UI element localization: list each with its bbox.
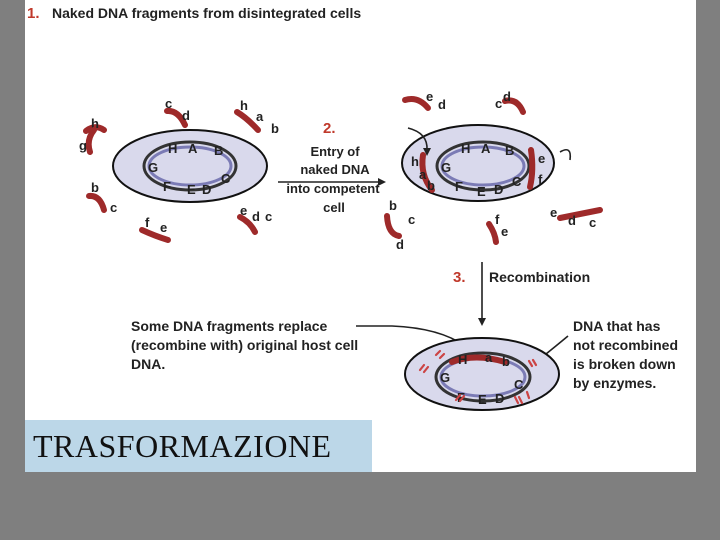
cell1-letter: F [163, 179, 171, 194]
svg-text:(recombine with) original host: (recombine with) original host cell [131, 337, 358, 353]
step-3-title: Recombination [489, 269, 590, 285]
cell1-letter: H [168, 141, 177, 156]
frag-letter: b [91, 180, 99, 195]
entry-arrow-right [559, 149, 572, 161]
cell1-letter: D [202, 182, 211, 197]
cell1-letter: A [188, 141, 198, 156]
step-2-number: 2. [323, 120, 336, 137]
frag-letter: d [396, 237, 404, 252]
cell2-letter: h [411, 154, 419, 169]
frag-letter: d [438, 97, 446, 112]
cell3-letter: b [502, 354, 510, 369]
svg-text:DNA.: DNA. [131, 356, 165, 372]
svg-text:into competent: into competent [286, 181, 380, 196]
cell3-letter: G [440, 370, 450, 385]
svg-text:DNA that has: DNA that has [573, 318, 661, 334]
frag-letter: d [568, 213, 576, 228]
frag-letter: e [426, 89, 433, 104]
cell2-letter: e [538, 151, 545, 166]
cell2-letter: a [419, 167, 427, 182]
frag-letter: c [589, 215, 596, 230]
slide-panel [25, 0, 696, 472]
cell1-letter: B [214, 143, 223, 158]
cell2-letter: A [481, 141, 491, 156]
frag-letter: a [256, 109, 264, 124]
cell3-letter: E [478, 392, 487, 407]
step-1-number: 1. [27, 5, 40, 22]
frag-letter: f [495, 212, 500, 227]
arrow-head [378, 178, 386, 186]
cell3-letter: H [458, 352, 467, 367]
loose-fragments-2: e d c d b c d f e e d c [384, 89, 603, 252]
frag-letter: d [252, 209, 260, 224]
frag-letter: b [271, 121, 279, 136]
cell2-letter: b [427, 178, 435, 193]
frag-letter: c [110, 200, 117, 215]
svg-text:is broken down: is broken down [573, 356, 676, 372]
cell-3: H a b G C F E D [404, 337, 560, 411]
cell2-letter: f [538, 172, 543, 187]
step-2-label: Entry of naked DNA into competent cell [286, 144, 380, 215]
frag-letter: e [160, 220, 167, 235]
cell3-letter: a [485, 350, 493, 365]
frag-letter: e [501, 224, 508, 239]
svg-text:cell: cell [323, 200, 345, 215]
frag-letter: c [265, 209, 272, 224]
arrow-head [423, 148, 431, 156]
frag-letter: h [91, 116, 99, 131]
cell2-letter: F [455, 179, 463, 194]
arrow-head [478, 318, 486, 326]
cell3-letter: F [457, 390, 465, 405]
step-3-number: 3. [453, 269, 466, 286]
cell2-letter: C [512, 174, 522, 189]
cell2-letter: D [494, 182, 503, 197]
cell2-letter: E [477, 184, 486, 199]
cell2-letter: G [441, 160, 451, 175]
cell1-letter: E [187, 182, 196, 197]
cell2-letter: H [461, 141, 470, 156]
cell3-letter: C [514, 377, 524, 392]
entry-arrow-left [407, 127, 428, 151]
cell2-letter: B [505, 143, 514, 158]
frag-letter: e [240, 203, 247, 218]
svg-text:not recombined: not recombined [573, 337, 678, 353]
slide-caption: TRASFORMAZIONE [25, 420, 372, 472]
svg-text:by enzymes.: by enzymes. [573, 375, 656, 391]
cell-2: H A B G C F E D h a b e f [401, 124, 555, 202]
frag-letter: c [165, 96, 172, 111]
frag-letter: d [503, 89, 511, 104]
note-replace: Some DNA fragments replace (recombine wi… [131, 318, 358, 372]
frag-letter: d [182, 108, 190, 123]
cell3-letter: D [495, 391, 504, 406]
frag-letter: g [79, 138, 87, 153]
note-broken: DNA that has not recombined is broken do… [573, 318, 678, 391]
cell1-letter: C [221, 171, 231, 186]
frag-letter: c [495, 96, 502, 111]
svg-text:Some DNA fragments replace: Some DNA fragments replace [131, 318, 328, 334]
svg-text:Entry of: Entry of [310, 144, 360, 159]
cell1-letter: G [148, 160, 158, 175]
loose-fragments-1: h g c d h a b b c f e e d c [79, 96, 279, 243]
step-1-title: Naked DNA fragments from disintegrated c… [52, 5, 361, 21]
frag-letter: f [145, 215, 150, 230]
frag-letter: b [389, 198, 397, 213]
svg-text:naked DNA: naked DNA [300, 162, 370, 177]
frag-letter: c [408, 212, 415, 227]
frag-letter: h [240, 98, 248, 113]
frag-letter: e [550, 205, 557, 220]
cell-1: H A B G C F E D [112, 129, 268, 203]
